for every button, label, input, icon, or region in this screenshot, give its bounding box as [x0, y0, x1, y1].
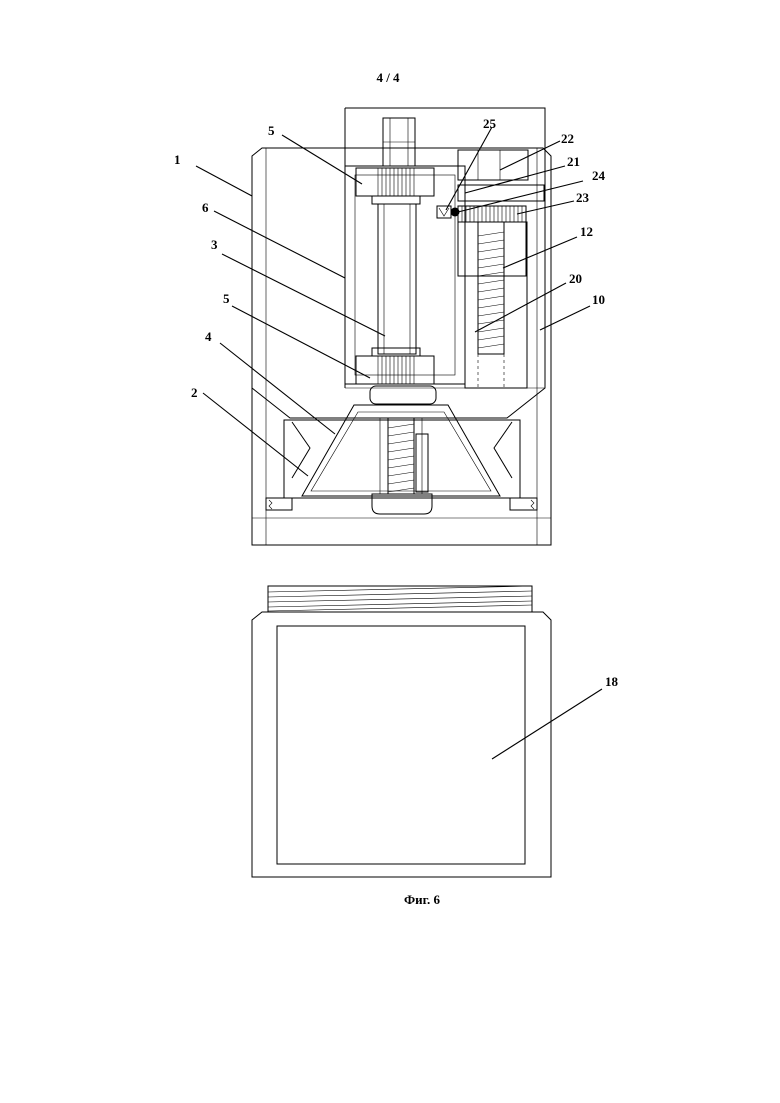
label-5-lower: 5 — [223, 291, 230, 306]
coupling — [370, 386, 436, 404]
cone — [302, 405, 500, 496]
label-4: 4 — [205, 329, 212, 344]
label-1: 1 — [174, 152, 181, 167]
bracket-22 — [458, 150, 528, 180]
label-21: 21 — [567, 154, 580, 169]
label-6: 6 — [202, 200, 209, 215]
plate-21 — [458, 185, 544, 201]
gear-23 — [458, 206, 526, 222]
inner-chamber — [252, 108, 545, 418]
lower-threaded-shaft — [388, 418, 414, 494]
label-22: 22 — [561, 131, 574, 146]
label-20: 20 — [569, 271, 582, 286]
figure-caption: Фиг. 6 — [404, 892, 441, 907]
label-25: 25 — [483, 116, 497, 131]
part-labels: 1 5 6 3 5 4 2 25 22 21 24 23 12 20 10 18 — [174, 116, 619, 689]
foot — [372, 494, 432, 514]
lower-container — [252, 586, 551, 877]
label-2: 2 — [191, 385, 198, 400]
upper-nut — [356, 168, 434, 196]
label-24: 24 — [592, 168, 606, 183]
frame — [345, 166, 465, 384]
label-12: 12 — [580, 224, 593, 239]
label-23: 23 — [576, 190, 590, 205]
base-block — [284, 420, 520, 498]
label-5-upper: 5 — [268, 123, 275, 138]
label-3: 3 — [211, 237, 218, 252]
leader-lines — [196, 127, 602, 759]
label-18: 18 — [605, 674, 619, 689]
page-number: 4 / 4 — [376, 70, 400, 85]
container-body — [252, 612, 551, 877]
housing-12 — [458, 222, 526, 276]
lower-nut — [356, 356, 434, 384]
upper-assembly — [252, 108, 551, 545]
label-10: 10 — [592, 292, 605, 307]
